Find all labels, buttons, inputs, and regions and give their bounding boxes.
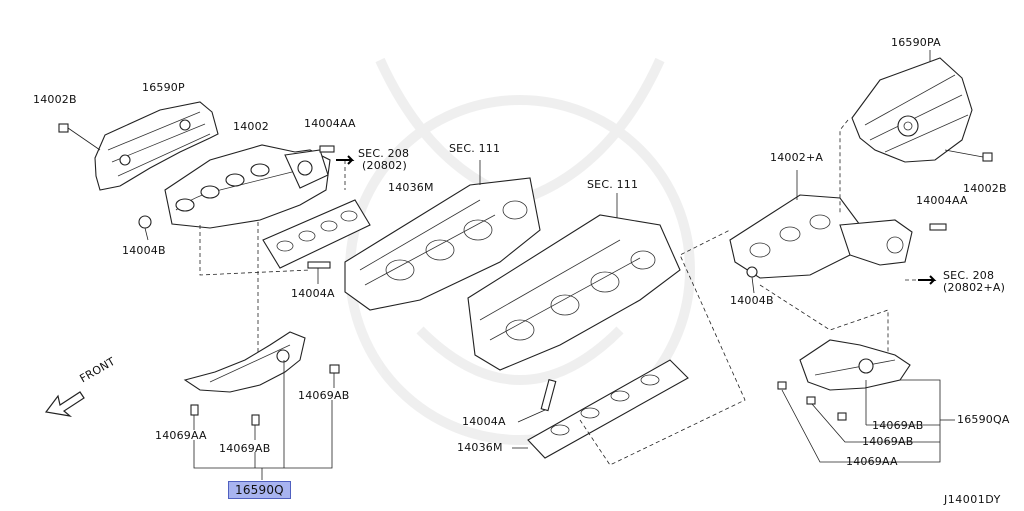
stud-14004a-mid — [307, 261, 331, 284]
label-sec208-left-sub: (20802) — [362, 159, 407, 172]
label-14002b-right: 14002B — [963, 182, 1007, 195]
bolt-14002b-left — [58, 123, 101, 151]
label-14069ab-d: 14069AB — [862, 435, 914, 448]
bolt-14069aa-left — [190, 404, 199, 430]
bolt-14002b-right — [944, 149, 993, 162]
label-14069ab-b: 14069AB — [219, 442, 271, 455]
stud-14004a-low — [517, 379, 557, 423]
heat-shield-16590q — [183, 331, 306, 393]
label-14004aa-right: 14004AA — [916, 194, 968, 207]
heat-shield-16590p — [94, 101, 219, 191]
label-14002a: 14002+A — [770, 151, 824, 164]
label-14002: 14002 — [233, 120, 269, 133]
bolt-14069ab-upper — [329, 364, 340, 388]
exhaust-manifold-14002 — [164, 144, 331, 229]
heat-shield-16590qa — [799, 339, 911, 391]
bolt-14069aa-right — [837, 412, 847, 421]
front-arrow — [44, 391, 85, 417]
exhaust-manifold-14002a — [729, 170, 913, 279]
label-14036m-low: 14036M — [457, 441, 503, 454]
cylinder-head-b — [467, 193, 681, 371]
label-14069aa-right: 14069AA — [846, 455, 898, 468]
gasket-14036m-low — [527, 359, 689, 459]
label-sec208-right: SEC. 208 — [943, 269, 995, 282]
label-16590pa: 16590PA — [891, 36, 941, 49]
bolt-14069ab-right-b — [806, 396, 816, 405]
gasket-14036m-top — [262, 199, 371, 269]
stud-14004aa-top — [319, 145, 335, 153]
label-14069aa-left: 14069AA — [155, 429, 207, 442]
label-sec111-b: SEC. 111 — [587, 178, 639, 191]
label-14002b-left: 14002B — [33, 93, 77, 106]
label-14069ab-c: 14069AB — [872, 419, 924, 432]
label-14004a-mid: 14004A — [291, 287, 335, 300]
stud-14004aa-right — [929, 223, 947, 231]
label-sec111-a: SEC. 111 — [449, 142, 501, 155]
nut-14004b-left — [138, 215, 152, 241]
label-14004aa-top: 14004AA — [304, 117, 356, 130]
label-sec208-right-sub: (20802+A) — [943, 281, 1006, 294]
label-14004a-low: 14004A — [462, 415, 506, 428]
label-16590p: 16590P — [142, 81, 185, 94]
bolt-14069ab-lower — [251, 414, 260, 440]
cylinder-head-a — [344, 160, 541, 311]
label-16590qa: 16590QA — [957, 413, 1010, 426]
label-14004b-right: 14004B — [730, 294, 774, 307]
label-sec208-left: SEC. 208 — [358, 147, 410, 160]
label-14036m-top: 14036M — [388, 181, 434, 194]
heat-shield-16590pa — [851, 50, 973, 163]
label-14069ab-a: 14069AB — [298, 389, 350, 402]
nut-14004b-right — [746, 266, 758, 294]
diagram-reference-code: J14001DY — [944, 493, 1001, 506]
label-14004b-left: 14004B — [122, 244, 166, 257]
bolt-14069ab-right-a — [777, 381, 787, 390]
label-16590q-highlight[interactable]: 16590Q — [228, 481, 291, 499]
